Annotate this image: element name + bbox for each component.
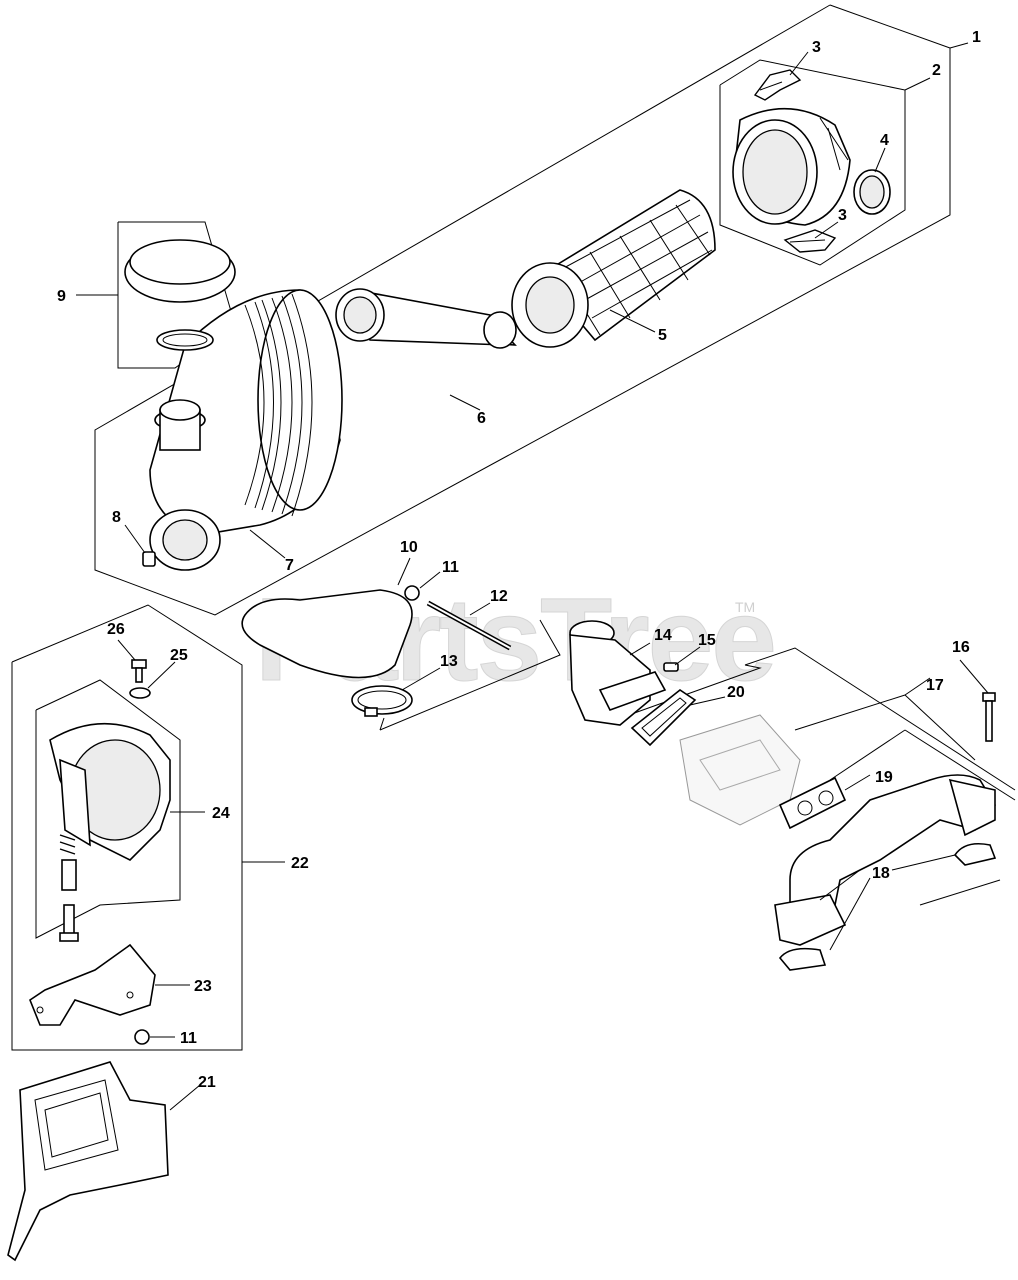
part-21-baffle (7, 1061, 169, 1262)
callout-7: 7 (285, 557, 294, 574)
callout-20: 20 (727, 684, 745, 701)
callout-12: 12 (490, 588, 508, 605)
callout-5: 5 (658, 327, 667, 344)
assembly-outline-1 (94, 4, 969, 616)
callout-2: 2 (932, 62, 941, 79)
part-9-precleaner (124, 239, 236, 351)
part-11-nut-top (404, 585, 420, 601)
part-12-stud (426, 600, 512, 651)
callout-24: 24 (212, 805, 230, 822)
part-3-clip-top (753, 69, 802, 101)
part-3-clip-bottom (783, 229, 837, 253)
callout-15: 15 (698, 632, 716, 649)
callout-13: 13 (440, 653, 458, 670)
part-18-manifold (774, 774, 996, 946)
callout-labels: 1 2 3 3 4 5 6 7 8 9 10 11 12 13 14 15 16… (57, 29, 981, 1091)
callout-14: 14 (654, 627, 672, 644)
callout-25: 25 (170, 647, 188, 664)
callout-16: 16 (952, 639, 970, 656)
part-24-blower-housing (49, 722, 171, 861)
part-10-elbow-hose (241, 589, 413, 679)
part-14-intake-elbow (569, 620, 667, 726)
callout-22: 22 (291, 855, 309, 872)
part-8-valve (142, 551, 156, 567)
part-24-hardware (59, 834, 79, 942)
assembly-outline-2 (719, 59, 931, 266)
callout-17: 17 (926, 677, 944, 694)
part-6-inner-filter (335, 288, 517, 349)
callout-11-top: 11 (442, 559, 459, 576)
part-13-clamp (351, 685, 413, 717)
callout-3-top: 3 (812, 39, 821, 56)
callout-18: 18 (872, 865, 890, 882)
part-26-bolt (131, 659, 147, 683)
callout-9: 9 (57, 288, 66, 305)
callout-4: 4 (880, 132, 889, 149)
callout-26: 26 (107, 621, 125, 638)
part-11-nut-bottom (134, 1029, 150, 1045)
part-16-bolt (982, 692, 996, 742)
part-20-gasket (630, 689, 697, 747)
callout-21: 21 (198, 1074, 216, 1091)
callout-10: 10 (400, 539, 418, 556)
watermark-trademark: TM (735, 599, 755, 615)
callout-1: 1 (972, 29, 981, 46)
assembly-outline-22 (11, 604, 285, 1051)
part-5-filter-element (511, 189, 716, 348)
leader-lines (117, 51, 989, 1111)
part-18-gasket-b (778, 947, 827, 971)
callout-8: 8 (112, 509, 121, 526)
part-2-cover (732, 107, 851, 226)
part-4-ring (853, 169, 891, 215)
callout-6: 6 (477, 410, 486, 427)
part-7-housing (149, 289, 343, 571)
callout-3-bottom: 3 (838, 207, 847, 224)
part-19-gasket (778, 776, 847, 830)
part-23-bracket (29, 943, 156, 1026)
part-18-gasket-a (953, 842, 997, 866)
callout-23: 23 (194, 978, 212, 995)
part-25-washer (129, 687, 151, 699)
assembly-outline-17 (744, 647, 1016, 906)
callout-19: 19 (875, 769, 893, 786)
part-15-fitting (663, 662, 679, 672)
callout-11-bottom: 11 (180, 1030, 197, 1047)
